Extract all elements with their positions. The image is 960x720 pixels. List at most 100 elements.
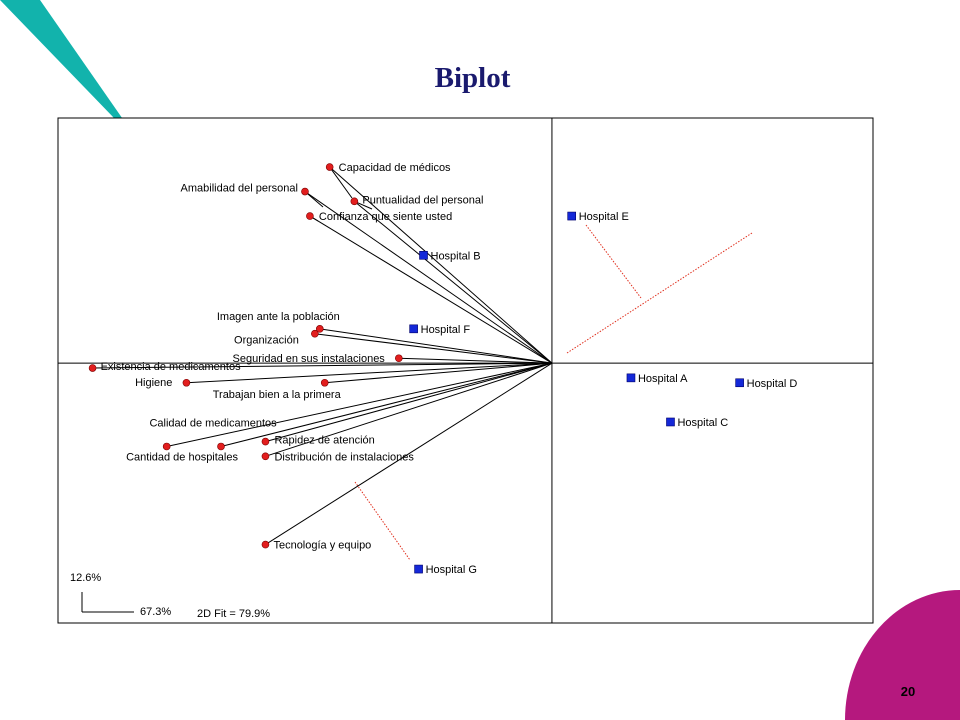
variable-marker [315, 325, 324, 333]
variable-marker [261, 452, 270, 461]
hospital-marker [626, 373, 636, 383]
hospital-point-1: Hospital A [626, 373, 688, 385]
variable-vector-line [220, 362, 553, 447]
hospital-label: Hospital B [431, 250, 481, 262]
teal-corner-shape [0, 0, 143, 148]
variable-vector-line [166, 362, 553, 447]
variable-vector-line [304, 191, 553, 364]
hospital-point-5: Hospital E [567, 211, 629, 223]
hospital-marker [666, 417, 675, 427]
projection-lines [354, 224, 753, 561]
fit-label: 2D Fit = 79.9% [197, 608, 270, 620]
variable-15: Tecnología y equipo [261, 362, 553, 552]
variable-vector-line [265, 362, 553, 457]
hospital-label: Hospital D [747, 378, 798, 390]
axis-percent-legend: 12.6% 67.3% 2D Fit = 79.9% [70, 572, 270, 620]
variable-marker [325, 163, 334, 171]
hospital-label: Hospital A [638, 373, 688, 385]
hospital-point-4: Hospital D [735, 378, 798, 390]
variable-leader-line [304, 191, 324, 208]
variable-6: Organización [234, 329, 553, 364]
hospital-point-7: Hospital G [414, 564, 477, 576]
variable-3: Puntualidad del personal [350, 194, 553, 364]
variable-marker [301, 187, 309, 196]
variable-marker [182, 378, 191, 387]
variable-vector-line [398, 357, 552, 364]
hospital-marker [567, 211, 576, 221]
hospital-label: Hospital E [579, 211, 629, 223]
variable-7: Seguridad en sus instalaciones [233, 353, 552, 365]
magenta-corner-shape [845, 590, 960, 720]
variable-vector-line [354, 200, 553, 364]
hospital-marker [735, 378, 744, 388]
axis-x-percent-label: 67.3% [140, 606, 171, 618]
variable-leader-line [329, 166, 353, 199]
axis-lines [58, 118, 873, 623]
hospital-marker [414, 564, 423, 574]
variable-vector-line [265, 362, 553, 443]
variable-14: Distribución de instalaciones [261, 362, 553, 463]
variable-label: Confianza que siente usted [319, 211, 452, 223]
variable-label: Higiene [135, 377, 172, 389]
variable-vector-line [186, 362, 552, 384]
variable-marker [320, 378, 329, 387]
variable-marker [306, 212, 314, 220]
variable-12: Cantidad de hospitales [126, 362, 553, 463]
variable-8: Existencia de medicamentos [88, 361, 552, 373]
slide-title: Biplot [434, 62, 511, 94]
variable-vector-line [309, 215, 553, 364]
page-number: 20 [900, 684, 916, 699]
variable-label: Calidad de medicamentos [149, 417, 277, 429]
variable-10: Trabajan bien a la primera [213, 362, 552, 401]
variable-marker [162, 442, 171, 451]
variable-vector-line [329, 166, 553, 364]
variable-label: Seguridad en sus instalaciones [233, 353, 386, 365]
axis-y-percent-label: 12.6% [70, 572, 101, 584]
projection-hospital-e-line [585, 224, 642, 299]
variable-marker [88, 364, 97, 372]
variable-label: Cantidad de hospitales [126, 451, 238, 463]
hospital-marker [409, 324, 418, 334]
hospital-point-3: Hospital C [666, 417, 728, 429]
variable-marker [261, 540, 270, 549]
variable-13: Rapidez de atención [261, 362, 553, 447]
hospital-point-2: Hospital B [419, 250, 481, 262]
variable-marker [395, 354, 403, 363]
variable-marker [217, 442, 225, 451]
variable-label: Organización [234, 335, 299, 347]
data-points: Hospital A Hospital B Hospital C Hospital D… [409, 211, 798, 576]
variable-5: Imagen ante la población [217, 311, 553, 364]
projection-axis-line [566, 232, 753, 354]
variable-label: Imagen ante la población [217, 311, 340, 323]
projection-hospital-g-line [354, 481, 411, 561]
variable-marker [350, 197, 359, 206]
variable-vector-line [92, 362, 552, 369]
hospital-label: Hospital G [426, 564, 477, 576]
variable-label: Amabilidad del personal [181, 183, 298, 195]
variable-marker [261, 437, 270, 446]
variable-9: Higiene [135, 362, 552, 389]
variable-vector-line [319, 328, 553, 364]
variable-vector-line [265, 362, 553, 545]
variable-vector-line [324, 362, 552, 384]
hospital-label: Hospital F [421, 324, 471, 336]
variable-4: Confianza que siente usted [306, 211, 553, 364]
variable-label: Existencia de medicamentos [101, 361, 242, 373]
hospital-point-6: Hospital F [409, 324, 471, 336]
variable-2: Amabilidad del personal [181, 183, 553, 364]
variable-label: Distribución de instalaciones [274, 451, 414, 463]
variable-label: Tecnología y equipo [273, 540, 371, 552]
variable-1: Capacidad de médicos [325, 162, 553, 364]
variable-label: Trabajan bien a la primera [213, 389, 342, 401]
hospital-marker [419, 250, 428, 260]
variable-label: Capacidad de médicos [339, 162, 451, 174]
hospital-label: Hospital C [677, 417, 728, 429]
variable-label: Rapidez de atención [274, 435, 374, 447]
variable-11: Calidad de medicamentos [149, 362, 553, 451]
variable-label: Puntualidad del personal [362, 194, 483, 206]
variable-marker [311, 329, 319, 338]
variable-vector-line [314, 333, 553, 364]
